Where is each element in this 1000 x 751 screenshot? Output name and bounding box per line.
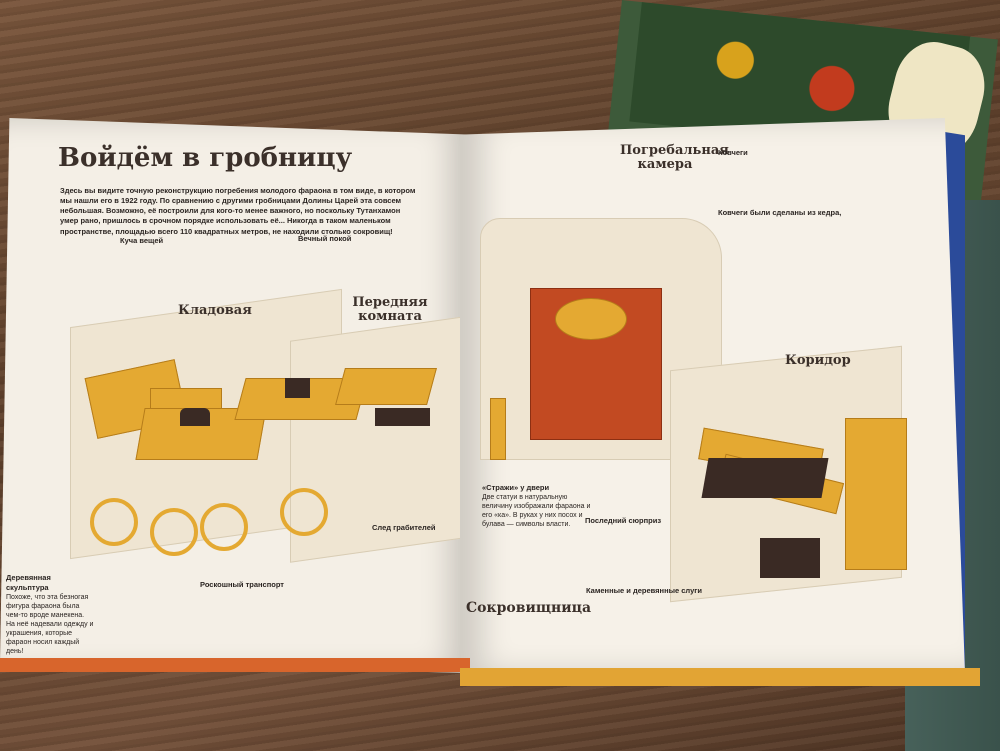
page-bottom-edge-right	[460, 668, 980, 686]
room-label-burial: Погребальная камера	[620, 143, 729, 173]
right-page: Погребальная камера Коридор Сокровищница…	[460, 118, 965, 673]
caption-transport: Роскошный транспорт	[200, 580, 284, 589]
page-title: Войдём в гробницу	[58, 143, 353, 173]
tomb-illustration-right	[460, 138, 907, 603]
page-bottom-edge-left	[0, 658, 470, 672]
caption-cedar: Ковчеги были сделаны из кедра,	[718, 208, 842, 217]
caption-surprise: Последний сюрприз	[585, 516, 662, 525]
intro-text: Здесь вы видите точную реконструкцию пог…	[60, 186, 416, 236]
tomb-illustration-left	[30, 268, 470, 608]
caption-bed: Вечный покой	[298, 234, 352, 243]
caption-robbers: След грабителей	[372, 523, 436, 532]
caption-boats: Каменные и деревянные слуги	[586, 586, 703, 595]
caption-pile: Куча вещей	[120, 236, 164, 245]
left-page: Войдём в гробницу Здесь вы видите точную…	[0, 118, 470, 673]
room-label-corridor: Коридор	[785, 353, 851, 368]
room-label-antechamber: Передняя комната	[352, 295, 428, 325]
room-label-treasury: Сокровищница	[466, 600, 592, 616]
room-label-storage: Кладовая	[178, 303, 252, 318]
open-book: Войдём в гробницу Здесь вы видите точную…	[0, 118, 980, 698]
caption-shrines: Ковчеги	[718, 148, 748, 157]
